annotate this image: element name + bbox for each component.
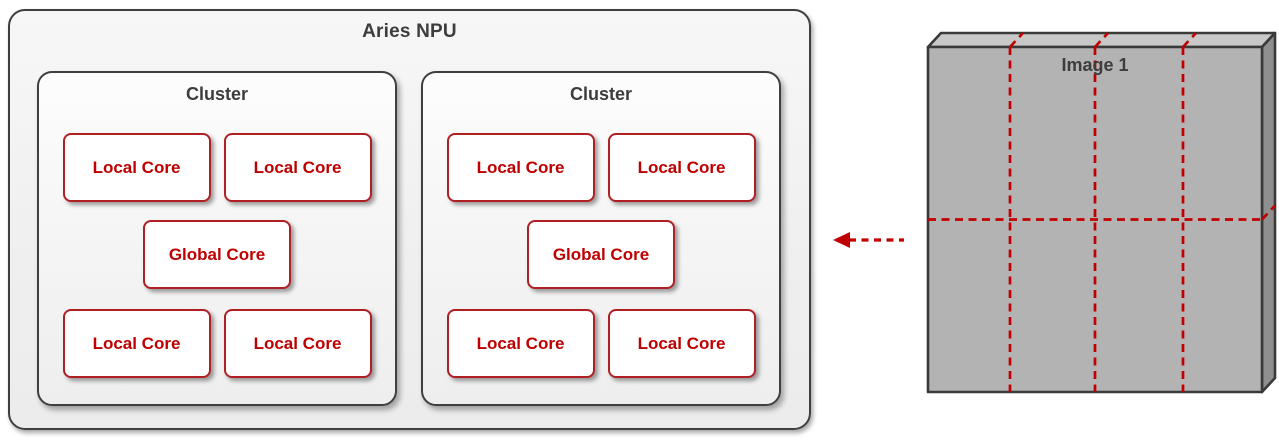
image-label: Image 1 (1061, 55, 1129, 75)
arrowhead (833, 232, 850, 248)
cluster-box-2: Cluster Local Core Local Core Global Cor… (421, 71, 781, 406)
core-row: Global Core (39, 220, 395, 289)
cluster-title: Cluster (569, 84, 632, 104)
local-core-box: Local Core (607, 133, 756, 202)
image-block-3d (926, 31, 1277, 394)
tile-line-side-slant (1261, 204, 1276, 221)
tile-partition-lines (928, 32, 1276, 392)
local-core-box: Local Core (223, 309, 372, 378)
local-core-box: Local Core (446, 133, 595, 202)
npu-title: Aries NPU (362, 21, 457, 42)
image-top-face (926, 31, 1277, 49)
core-row: Local Core Local Core (39, 309, 395, 378)
image-side-face (1260, 31, 1277, 394)
cluster-box-1: Cluster Local Core Local Core Global Cor… (37, 71, 397, 406)
local-core-box: Local Core (62, 309, 211, 378)
tile-line-top-slant (1009, 32, 1024, 48)
local-core-box: Local Core (607, 309, 756, 378)
core-row: Local Core Local Core (39, 133, 395, 202)
core-row: Local Core Local Core (423, 309, 779, 378)
global-core-box: Global Core (527, 220, 675, 289)
local-core-box: Local Core (223, 133, 372, 202)
core-row: Local Core Local Core (423, 133, 779, 202)
tile-line-top-slant (1182, 32, 1197, 48)
core-row: Global Core (423, 220, 779, 289)
global-core-box: Global Core (143, 220, 291, 289)
local-core-box: Local Core (62, 133, 211, 202)
dashed-arrow-left-icon (833, 232, 904, 248)
tile-line-top-slant (1094, 32, 1109, 48)
cluster-title: Cluster (185, 84, 248, 104)
local-core-box: Local Core (446, 309, 595, 378)
aries-npu-box: Aries NPU Cluster Local Core Local Core … (8, 9, 811, 430)
